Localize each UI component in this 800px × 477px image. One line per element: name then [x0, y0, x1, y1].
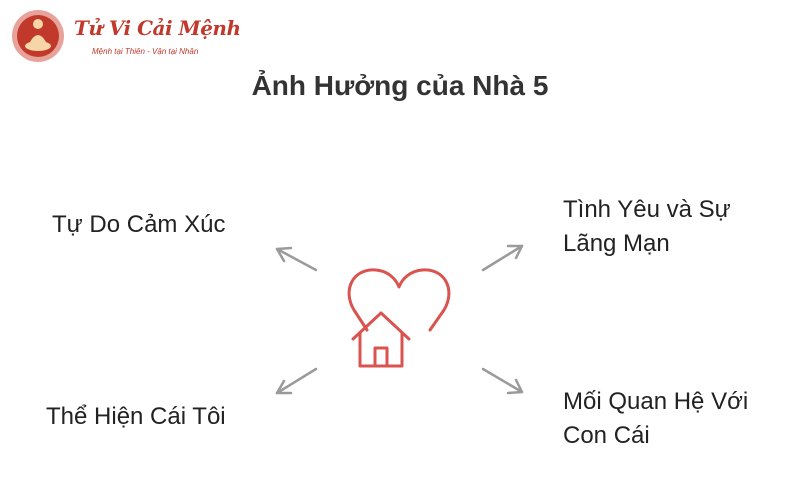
- branch-top-left-line1: Tự Do Cảm Xúc: [52, 211, 226, 238]
- branch-top-right: Tình Yêu và Sự Lãng Mạn: [563, 193, 731, 261]
- branch-bottom-right-line1: Mối Quan Hệ Với: [563, 388, 749, 415]
- branch-top-right-line1: Tình Yêu và Sự: [563, 196, 731, 223]
- arrow-bottom-right: [481, 367, 524, 395]
- branch-top-right-line2: Lãng Mạn: [563, 230, 670, 257]
- arrow-bottom-left: [275, 367, 318, 395]
- buddha-logo-icon: [12, 10, 64, 62]
- arrow-top-right: [481, 244, 524, 272]
- brand-tagline: Mệnh tại Thiên - Vận tại Nhân: [92, 47, 199, 56]
- branch-top-left: Tự Do Cảm Xúc: [52, 208, 225, 242]
- branch-bottom-left-line1: Thể Hiện Cái Tôi: [46, 403, 226, 430]
- heart-house-icon: [347, 268, 451, 368]
- branch-bottom-right-line2: Con Cái: [563, 422, 650, 449]
- logo: Tử Vi Cải Mệnh Mệnh tại Thiên - Vận tại …: [8, 8, 248, 64]
- arrow-top-left: [275, 246, 318, 272]
- brand-name: Tử Vi Cải Mệnh: [74, 16, 241, 40]
- page-title: Ảnh Hưởng của Nhà 5: [251, 70, 549, 101]
- branch-bottom-left: Thể Hiện Cái Tôi: [46, 400, 226, 434]
- branch-bottom-right: Mối Quan Hệ Với Con Cái: [563, 385, 748, 453]
